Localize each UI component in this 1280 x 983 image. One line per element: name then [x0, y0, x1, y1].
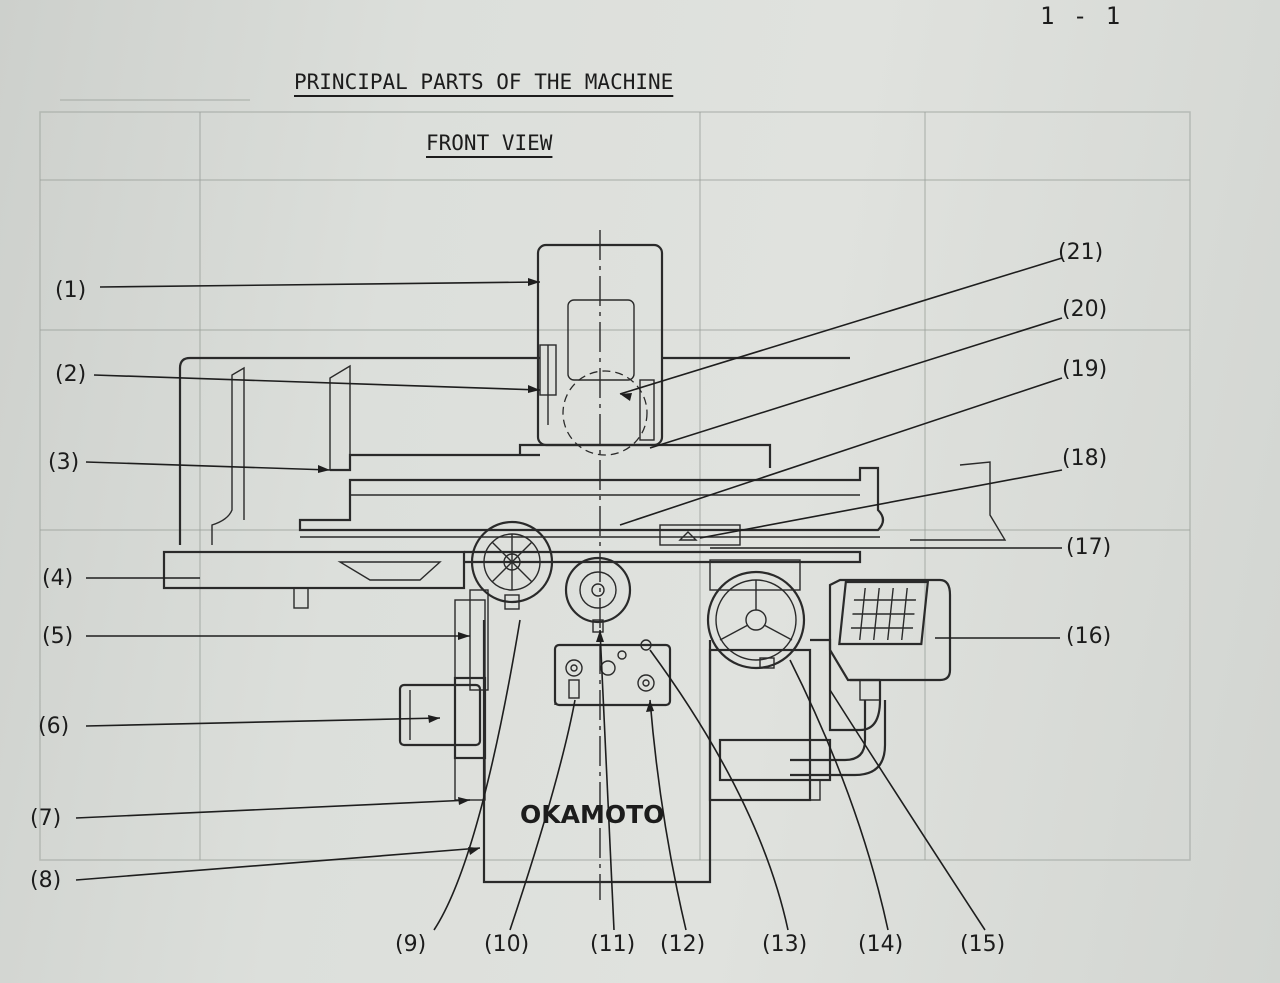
callout-12: (12) — [660, 932, 706, 957]
callout-13: (13) — [762, 932, 808, 957]
callout-10: (10) — [484, 932, 530, 957]
callout-14: (14) — [858, 932, 904, 957]
callout-5: (5) — [42, 624, 74, 649]
brand-logo-text: OKAMOTO — [520, 800, 665, 829]
callout-7: (7) — [30, 806, 62, 831]
callout-21: (21) — [1058, 240, 1104, 265]
document-subtitle: FRONT VIEW — [426, 131, 553, 155]
document-title: PRINCIPAL PARTS OF THE MACHINE — [294, 70, 674, 94]
callout-18: (18) — [1062, 446, 1108, 471]
callout-16: (16) — [1066, 624, 1112, 649]
callout-1: (1) — [55, 278, 87, 303]
callout-20: (20) — [1062, 297, 1108, 322]
callout-4: (4) — [42, 566, 74, 591]
callout-3: (3) — [48, 450, 80, 475]
callout-6: (6) — [38, 714, 70, 739]
callout-8: (8) — [30, 868, 62, 893]
page-number: 1 - 1 — [1040, 2, 1123, 30]
callout-19: (19) — [1062, 357, 1108, 382]
callout-11: (11) — [590, 932, 636, 957]
callout-17: (17) — [1066, 535, 1112, 560]
callout-15: (15) — [960, 932, 1006, 957]
callout-9: (9) — [395, 932, 427, 957]
callout-2: (2) — [55, 362, 87, 387]
